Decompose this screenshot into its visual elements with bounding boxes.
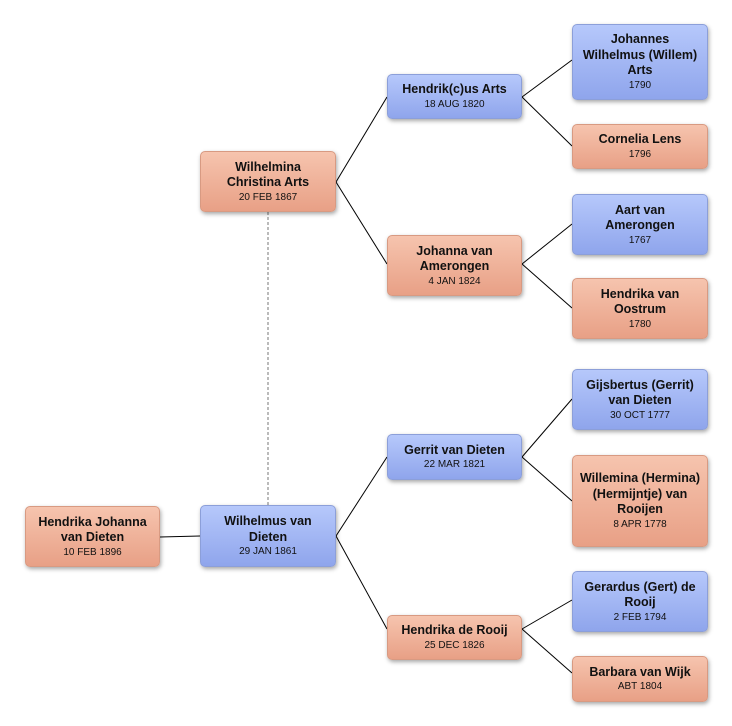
connector-mf-mother xyxy=(521,96,573,147)
person-date: 29 JAN 1861 xyxy=(239,546,297,557)
person-date: 30 OCT 1777 xyxy=(610,409,670,421)
person-mother-father[interactable]: Hendrik(c)us Arts 18 AUG 1820 xyxy=(387,74,522,119)
connector-root-father xyxy=(159,535,201,538)
person-fm-father[interactable]: Gerardus (Gert) de Rooij 2 FEB 1794 xyxy=(572,571,708,632)
person-name: Wilhelmus van Dieten xyxy=(224,514,312,544)
connector-ff-mother xyxy=(521,456,573,502)
person-date: 25 DEC 1826 xyxy=(424,639,485,651)
person-mf-mother[interactable]: Cornelia Lens 1796 xyxy=(572,124,708,169)
person-date: 1767 xyxy=(628,234,652,246)
person-father[interactable]: Wilhelmus van Dieten 29 JAN 1861 xyxy=(200,505,336,567)
person-root[interactable]: Hendrika Johanna van Dieten 10 FEB 1896 xyxy=(25,506,160,567)
person-name: Gerrit van Dieten xyxy=(404,442,505,457)
connector-ff-father xyxy=(521,398,573,458)
person-date: 1790 xyxy=(628,79,652,91)
person-date: 22 MAR 1821 xyxy=(423,459,486,471)
person-name: Cornelia Lens xyxy=(598,132,682,147)
connector-mm-mother xyxy=(521,263,573,309)
person-name: Barbara van Wijk xyxy=(589,664,691,679)
person-name: Hendrik(c)us Arts xyxy=(402,82,507,97)
person-date: 10 FEB 1896 xyxy=(63,546,122,558)
person-ff-father[interactable]: Gijsbertus (Gerrit) van Dieten 30 OCT 17… xyxy=(572,369,708,430)
connector-fm-mother xyxy=(521,628,573,674)
person-name: Hendrika Johanna van Dieten xyxy=(38,514,147,545)
person-date: 20 FEB 1867 xyxy=(238,191,298,203)
person-date: 8 APR 1778 xyxy=(613,518,667,530)
person-name: Gijsbertus (Gerrit) van Dieten xyxy=(586,377,694,408)
person-name: Aart van Amerongen xyxy=(605,202,675,233)
connector-mm-father xyxy=(521,223,573,265)
person-name: Wilhelmina Christina Arts xyxy=(226,159,310,190)
person-name: Hendrika van Oostrum xyxy=(600,286,680,317)
person-father-father[interactable]: Gerrit van Dieten 22 MAR 1821 xyxy=(387,434,522,480)
connector-mother-mm xyxy=(335,181,388,265)
person-name: Johanna van Amerongen xyxy=(416,243,493,274)
person-ff-mother[interactable]: Willemina (Hermina) (Hermijntje) van Roo… xyxy=(572,455,708,547)
person-mm-father[interactable]: Aart van Amerongen 1767 xyxy=(572,194,708,255)
person-name: Johannes Wilhelmus (Willem) Arts xyxy=(582,32,698,78)
person-father-mother[interactable]: Hendrika de Rooij 25 DEC 1826 xyxy=(387,615,522,660)
person-mother-mother[interactable]: Johanna van Amerongen 4 JAN 1824 xyxy=(387,235,522,296)
person-name: Gerardus (Gert) de Rooij xyxy=(584,579,696,610)
person-date: 1780 xyxy=(628,318,652,330)
person-date: 18 AUG 1820 xyxy=(424,98,485,110)
person-name: Hendrika de Rooij xyxy=(401,623,508,638)
person-mm-mother[interactable]: Hendrika van Oostrum 1780 xyxy=(572,278,708,339)
connector-mother-mf xyxy=(335,96,388,183)
person-name: Willemina (Hermina) (Hermijntje) van Roo… xyxy=(579,471,701,517)
person-date: 4 JAN 1824 xyxy=(428,275,481,287)
connector-father-fm xyxy=(335,535,388,630)
person-mf-father[interactable]: Johannes Wilhelmus (Willem) Arts 1790 xyxy=(572,24,708,100)
connector-mf-father xyxy=(521,59,573,98)
person-date: ABT 1804 xyxy=(617,681,663,693)
connector-fm-father xyxy=(521,599,573,630)
person-date: 1796 xyxy=(628,148,652,160)
person-mother[interactable]: Wilhelmina Christina Arts 20 FEB 1867 xyxy=(200,151,336,212)
person-fm-mother[interactable]: Barbara van Wijk ABT 1804 xyxy=(572,656,708,702)
connector-father-ff xyxy=(335,456,388,537)
person-date: 2 FEB 1794 xyxy=(613,611,667,623)
